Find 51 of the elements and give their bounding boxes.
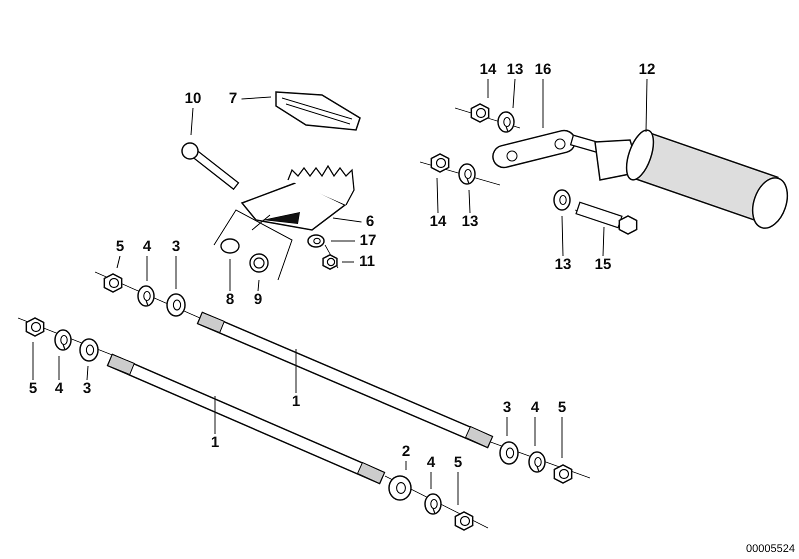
leader-line: [146, 256, 148, 282]
callout-number: 17: [358, 232, 378, 250]
leader-line: [430, 472, 432, 490]
callout-number: 14: [478, 61, 498, 79]
leader-line: [190, 108, 194, 136]
callout-number: 16: [534, 61, 552, 79]
callout-number: 6: [364, 213, 376, 231]
leader-line: [32, 342, 34, 380]
callout-number: 5: [452, 454, 464, 472]
callout-number: 13: [460, 213, 480, 231]
callout-number: 5: [114, 238, 126, 256]
callout-number: 1: [290, 393, 302, 411]
leader-line: [214, 396, 216, 434]
leader-line: [241, 96, 272, 100]
leader-line: [602, 226, 604, 256]
callout-number: 1: [210, 434, 220, 452]
drawing-number: 00005524: [746, 543, 795, 555]
callout-number: 12: [638, 61, 656, 79]
callout-number: 2: [400, 443, 412, 461]
callout-number: 3: [170, 238, 182, 256]
callout-number: 13: [554, 256, 572, 274]
callout-number: 14: [428, 213, 448, 231]
callout-number: 5: [556, 399, 568, 417]
leader-line: [330, 240, 356, 242]
leader-line: [534, 416, 536, 446]
leader-line: [86, 366, 88, 380]
leader-line: [332, 218, 362, 222]
callout-number: 7: [228, 90, 238, 108]
leader-line: [116, 256, 120, 268]
callout-number: 8: [224, 291, 236, 309]
callout-number: 3: [82, 380, 92, 398]
leader-line: [542, 78, 544, 128]
callout-number: 4: [426, 454, 436, 472]
leader-line: [512, 78, 516, 108]
callout-number: 11: [358, 253, 376, 271]
leader-line: [646, 78, 648, 132]
callout-number: 4: [530, 399, 540, 417]
callout-number: 10: [184, 90, 202, 108]
callout-number: 13: [506, 61, 524, 79]
callout-number: 9: [252, 291, 264, 309]
callout-number: 4: [54, 380, 64, 398]
leader-line: [506, 416, 508, 436]
callout-number: 3: [502, 399, 512, 417]
leader-line: [58, 356, 60, 380]
leader-line: [258, 280, 260, 292]
callout-number: 15: [594, 256, 612, 274]
callout-number: 5: [28, 380, 38, 398]
leader-line: [468, 190, 470, 214]
leader-line: [436, 178, 438, 214]
leader-line: [562, 216, 564, 256]
callout-number: 4: [142, 238, 152, 256]
